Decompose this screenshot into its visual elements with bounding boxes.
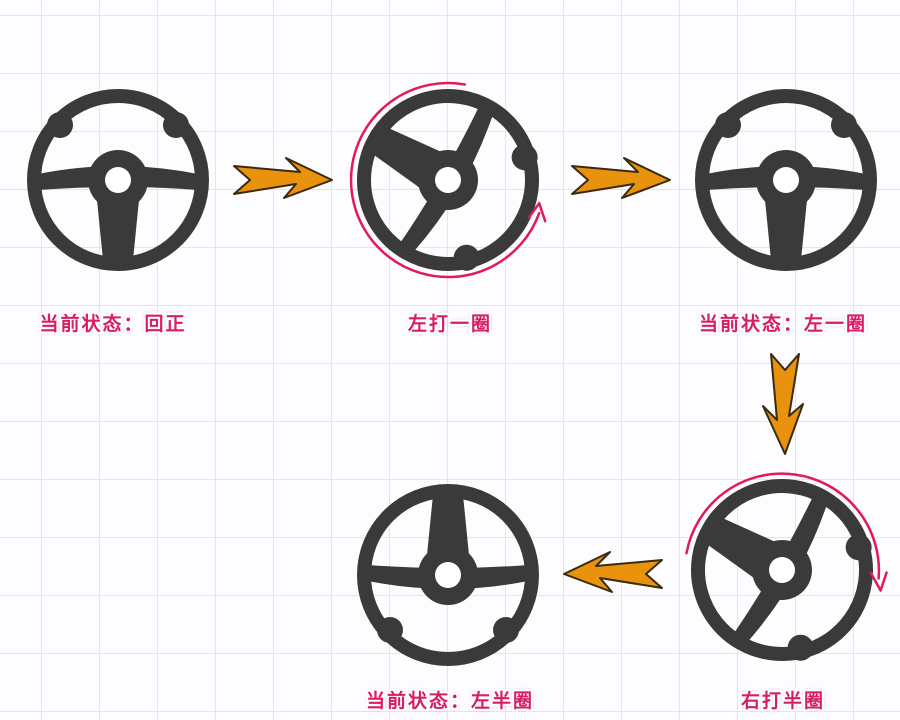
wheel-body <box>27 89 209 271</box>
arrow-right-icon <box>566 152 676 202</box>
rotation-arrowhead-icon <box>527 201 547 223</box>
state-caption-3: 当前状态：左一圈 <box>698 313 868 335</box>
wheel-body <box>357 484 539 666</box>
rotation-arc-icon <box>349 81 541 279</box>
rotation-arrowhead-icon <box>869 571 888 592</box>
state-caption-4: 右打半圈 <box>740 690 826 712</box>
steering-wheel-icon <box>18 80 218 280</box>
steering-wheel-icon <box>682 470 888 670</box>
wheel-3-svg <box>695 89 877 271</box>
arrow-left-icon <box>558 546 668 596</box>
state-caption-5: 当前状态：左半圈 <box>365 690 535 712</box>
wheel-body <box>357 89 539 271</box>
arrow-down-icon <box>757 350 807 460</box>
state-caption-2: 左打一圈 <box>407 313 493 335</box>
wheel-body <box>695 89 877 271</box>
rotation-arc-icon <box>685 472 881 580</box>
wheel-2-svg <box>349 81 547 279</box>
steering-wheel-icon <box>348 475 548 675</box>
steering-wheel-icon <box>686 80 886 280</box>
wheel-body <box>691 479 873 661</box>
state-caption-1: 当前状态：回正 <box>39 313 187 335</box>
wheel-5-svg <box>357 484 539 666</box>
wheel-1-svg <box>27 89 209 271</box>
steering-wheel-icon <box>348 80 548 280</box>
wheel-4-svg <box>685 472 888 661</box>
arrow-right-icon <box>228 152 338 202</box>
